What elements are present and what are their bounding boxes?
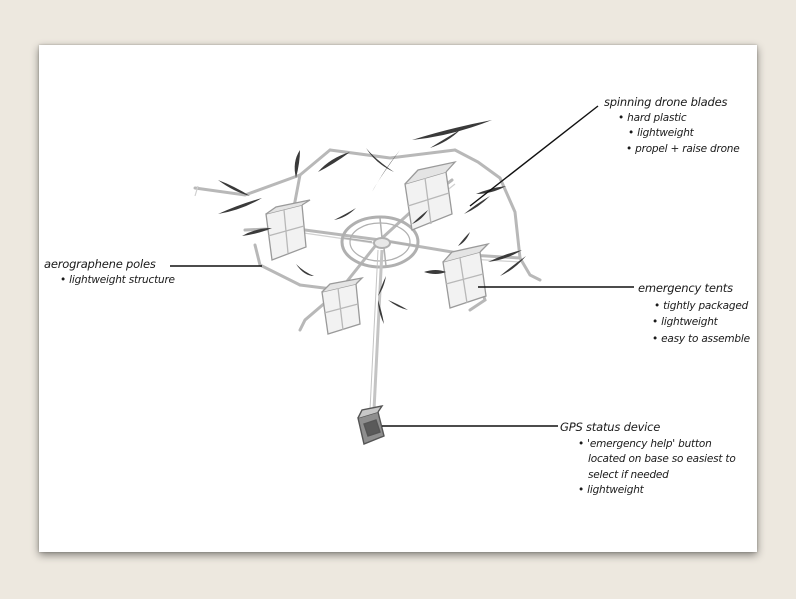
poles-annotation: aerographene poles • lightweight structu… xyxy=(44,257,175,286)
center-hub xyxy=(340,215,420,269)
gps-item: located on base so easiest to xyxy=(588,453,736,465)
tents-item: • easy to assemble xyxy=(652,332,750,345)
gps-item: • 'emergency help' button xyxy=(578,437,712,450)
blades-leader-line xyxy=(469,105,599,207)
poles-item: • lightweight structure xyxy=(60,273,175,286)
sketch-paper xyxy=(39,45,757,552)
blades-item: • hard plastic xyxy=(618,111,687,124)
leader-lines xyxy=(170,105,634,427)
tents-item: • tightly packaged xyxy=(654,299,749,312)
tents-title: emergency tents xyxy=(638,281,733,295)
emergency-tent-boxes xyxy=(265,160,491,335)
blades-title: spinning drone blades xyxy=(604,95,728,109)
poles-title: aerographene poles xyxy=(44,257,156,271)
blades-item: • propel + raise drone xyxy=(626,142,740,155)
blades-item: • lightweight xyxy=(628,127,694,139)
drone-blades xyxy=(218,120,526,324)
tents-annotation: emergency tents • tightly packaged • lig… xyxy=(638,281,750,345)
gps-item: • lightweight xyxy=(578,484,644,496)
aerographene-poles xyxy=(193,148,542,332)
tents-item: • lightweight xyxy=(652,316,718,328)
gps-annotation: GPS status device • 'emergency help' but… xyxy=(560,420,736,496)
tether xyxy=(369,249,384,411)
gps-item: select if needed xyxy=(588,468,669,481)
blades-annotation: spinning drone blades • hard plastic • l… xyxy=(604,95,740,155)
gps-status-device xyxy=(357,404,385,445)
gps-title: GPS status device xyxy=(560,420,661,434)
